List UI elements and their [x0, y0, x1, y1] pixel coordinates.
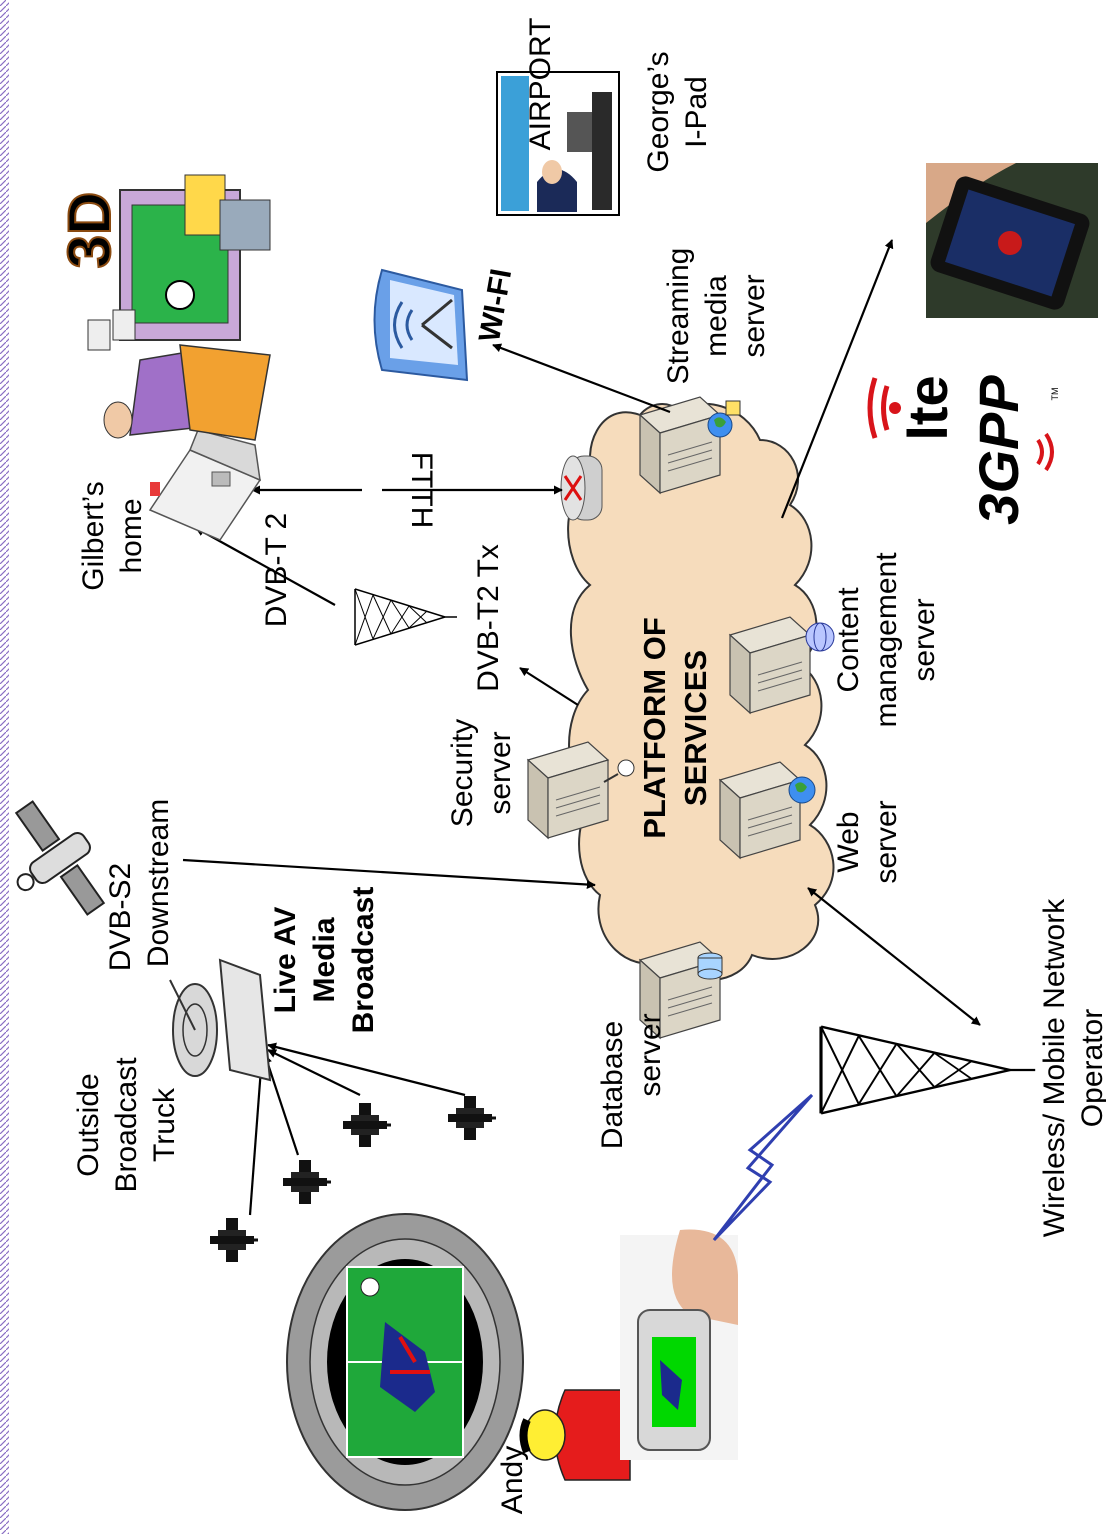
- content-management-server-icon: [729, 616, 835, 714]
- security-server-icon: [527, 741, 635, 839]
- arrow-camera4-to-truck: [267, 1042, 466, 1097]
- camera-icon-4: [446, 1094, 498, 1142]
- dvbs2-label-line1: DVB-S2: [104, 863, 137, 971]
- dvbs2-label-line2: Downstream: [142, 799, 175, 967]
- arrow-camera2-to-truck: [263, 1054, 300, 1156]
- live-av-label-line2: Media: [308, 917, 341, 1002]
- database-server-label-line2: server: [634, 1013, 667, 1096]
- web-server-icon: [719, 761, 816, 859]
- outside-broadcast-label-line1: Outside: [72, 1073, 105, 1176]
- wifi-icon: [373, 268, 469, 382]
- camera-icon-3: [341, 1101, 393, 1149]
- lte-logo-text: lte: [896, 375, 959, 440]
- arrow-streaming-to-wifi: [492, 343, 671, 414]
- left-border-strip: [0, 0, 9, 1534]
- security-server-label-line1: Security: [446, 719, 479, 827]
- andy-label: Andy: [496, 1446, 529, 1514]
- camera-icon-2: [281, 1158, 333, 1206]
- arrow-dvbt2-to-home: [195, 527, 336, 606]
- arrow-camera3-to-truck: [267, 1049, 361, 1096]
- connectors: [182, 239, 981, 1216]
- airport-label: AIRPORT: [524, 18, 557, 151]
- web-server-label-line2: server: [870, 800, 903, 883]
- wifi-label: WI-FI: [473, 266, 518, 344]
- arrow-cloud-mobile-operator: [807, 887, 981, 1026]
- airport-scene-icon: [496, 71, 620, 216]
- dvbt2-tx-label: DVB-T2 Tx: [472, 544, 505, 692]
- mobile-operator-tower-icon: [819, 1025, 1037, 1115]
- content-server-label-line1: Content: [832, 587, 865, 693]
- 3gpp-logo-icon: 3GPP TM: [967, 375, 1060, 525]
- outside-broadcast-label-line3: Truck: [148, 1087, 181, 1162]
- live-av-label-line3: Broadcast: [347, 887, 380, 1034]
- router-icon: [560, 455, 603, 521]
- dvbt2-tower-icon: [354, 588, 458, 646]
- arrow-cloud-to-mobile-phone: [780, 239, 894, 519]
- arrow-camera1-to-truck: [248, 1054, 266, 1216]
- george-label-line2: I-Pad: [680, 76, 713, 148]
- streaming-media-server-icon: [639, 396, 741, 494]
- smartphone-icon: [926, 163, 1098, 318]
- streaming-server-label-line1: Streaming: [662, 248, 695, 385]
- living-room-tv-icon: 3D: [55, 174, 271, 441]
- 3d-logo-text: 3D: [56, 192, 123, 269]
- cloud-title-line2: SERVICES: [678, 650, 713, 806]
- camera-icon-1: [208, 1216, 260, 1264]
- web-server-label-line1: Web: [832, 811, 865, 872]
- ftth-label: FTTH: [405, 452, 438, 529]
- content-server-label-line2: management: [870, 552, 903, 728]
- stadium-icon: [286, 1213, 524, 1511]
- andy-avatar-icon: [519, 1389, 631, 1481]
- 3gpp-trademark-text: TM: [1050, 388, 1060, 401]
- streaming-server-label-line2: media: [700, 275, 733, 357]
- gilbert-home-label-line1: Gilbert’s: [77, 481, 110, 590]
- lte-logo-icon: lte: [867, 375, 959, 441]
- arrow-cloud-to-dvbt2-tower: [519, 667, 579, 706]
- andy-phone-icon: [620, 1229, 738, 1460]
- gilbert-home-label-line2: home: [115, 498, 148, 573]
- content-server-label-line3: server: [908, 598, 941, 681]
- wireless-operator-label-line1: Wireless/ Mobile Network: [1038, 898, 1071, 1237]
- lightning-bolt-icon: [712, 1093, 814, 1242]
- live-av-label-line1: Live AV: [269, 907, 302, 1014]
- wireless-operator-label-line2: Operator: [1076, 1009, 1106, 1127]
- satellite-dish-icon: [169, 958, 272, 1082]
- george-label-line1: George’s: [642, 51, 675, 172]
- database-server-icon: [639, 941, 723, 1039]
- 3gpp-logo-text: 3GPP: [967, 375, 1030, 525]
- arrow-satellite-to-cloud: [182, 858, 596, 890]
- outside-broadcast-label-line2: Broadcast: [110, 1057, 143, 1193]
- satellite-icon: [14, 800, 106, 916]
- house-icon: [148, 429, 262, 541]
- database-server-label-line1: Database: [596, 1021, 629, 1149]
- security-server-label-line2: server: [484, 731, 517, 814]
- cloud-title-line1: PLATFORM OF: [637, 617, 672, 839]
- dvbt2-label: DVB-T 2: [260, 513, 293, 627]
- streaming-server-label-line3: server: [738, 274, 771, 357]
